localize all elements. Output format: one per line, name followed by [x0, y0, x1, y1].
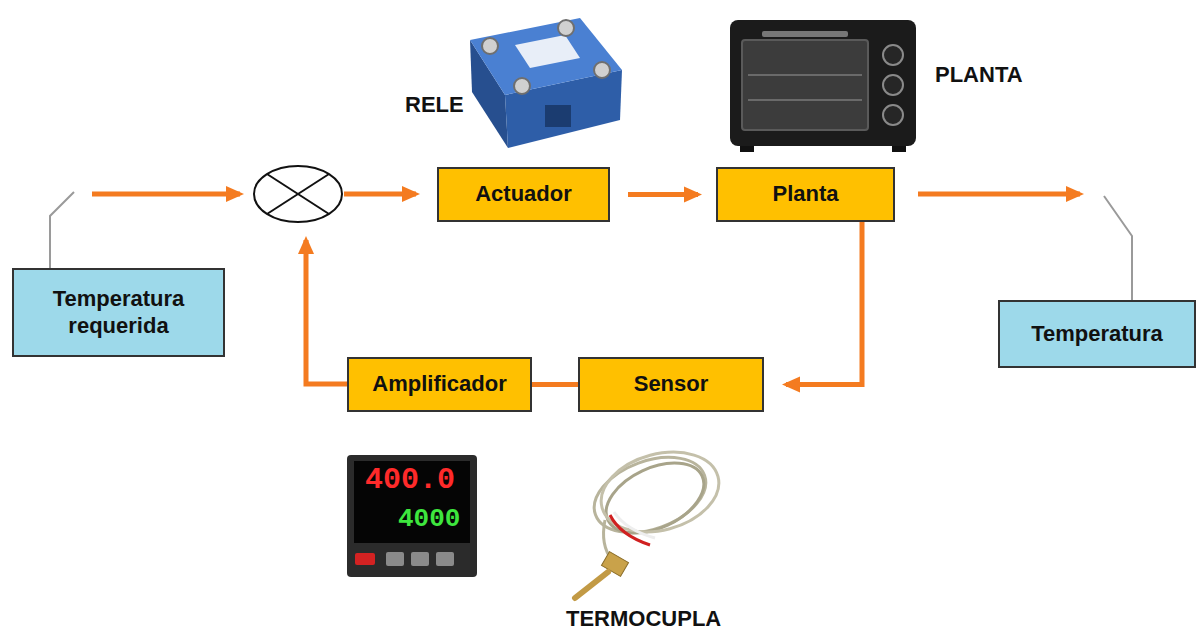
signal-connector [532, 382, 578, 387]
controller-body [347, 455, 477, 577]
display-digits: 4000 [398, 505, 460, 534]
relay-screw [594, 62, 610, 78]
signal-arrow [918, 192, 1080, 197]
relay-picture [470, 18, 622, 148]
summing-junction [254, 166, 342, 222]
oven-handle [762, 31, 848, 37]
box-text: Temperatura requerida [14, 286, 223, 339]
output-box: Temperatura [998, 300, 1196, 368]
signal-arrow [344, 192, 416, 197]
oven-rack [748, 74, 862, 76]
junction-circle [254, 166, 342, 222]
controller-button [436, 552, 454, 566]
oven-knob [883, 105, 903, 125]
junction-cross [267, 174, 329, 214]
part-label: TERMOCUPLA [566, 607, 721, 631]
box-text: Amplificador [372, 371, 506, 397]
relay-screw [482, 38, 498, 54]
part-label: PLANTA [935, 63, 1023, 87]
oven-knob [883, 45, 903, 65]
thermocouple-wire [614, 512, 655, 538]
setpoint-box: Temperatura requerida [12, 268, 225, 357]
signal-connector [628, 192, 698, 197]
leader-line [50, 192, 74, 268]
relay-slot [545, 105, 571, 127]
box-text: Planta [772, 181, 838, 207]
junction-cross [267, 174, 329, 214]
oven-window [742, 40, 868, 130]
display-digits: 400.0 [365, 464, 455, 497]
box-text: Sensor [634, 371, 709, 397]
thermocouple-wire [610, 515, 650, 545]
oven-body [730, 20, 916, 146]
oven-knob [883, 75, 903, 95]
relay-top [470, 18, 622, 95]
plant-box: Planta [716, 167, 895, 222]
feedback-arrow [306, 240, 347, 384]
controller-button [411, 552, 429, 566]
controller-display [354, 461, 470, 543]
thermocouple-cable [592, 440, 728, 544]
oven-picture [730, 20, 916, 152]
box-text: Actuador [475, 181, 572, 207]
signal-arrow [92, 192, 240, 197]
controller-button [355, 553, 375, 565]
oven-rack [748, 99, 862, 101]
thermocouple-probe [575, 572, 608, 598]
relay-screw [558, 20, 574, 36]
signal-connector [786, 222, 862, 385]
oven-foot [892, 146, 906, 152]
oven-foot [740, 146, 754, 152]
relay-sticker [515, 35, 580, 68]
thermocouple-picture [575, 440, 728, 598]
sensor-box: Sensor [578, 357, 764, 412]
amplifier-box: Amplificador [347, 357, 532, 412]
box-text: Temperatura [1031, 321, 1163, 347]
controller-picture [347, 455, 477, 577]
actuator-box: Actuador [437, 167, 610, 222]
part-label: RELE [405, 93, 464, 117]
controller-button [386, 552, 404, 566]
leader-line [1104, 196, 1132, 300]
relay-screw [514, 78, 530, 94]
